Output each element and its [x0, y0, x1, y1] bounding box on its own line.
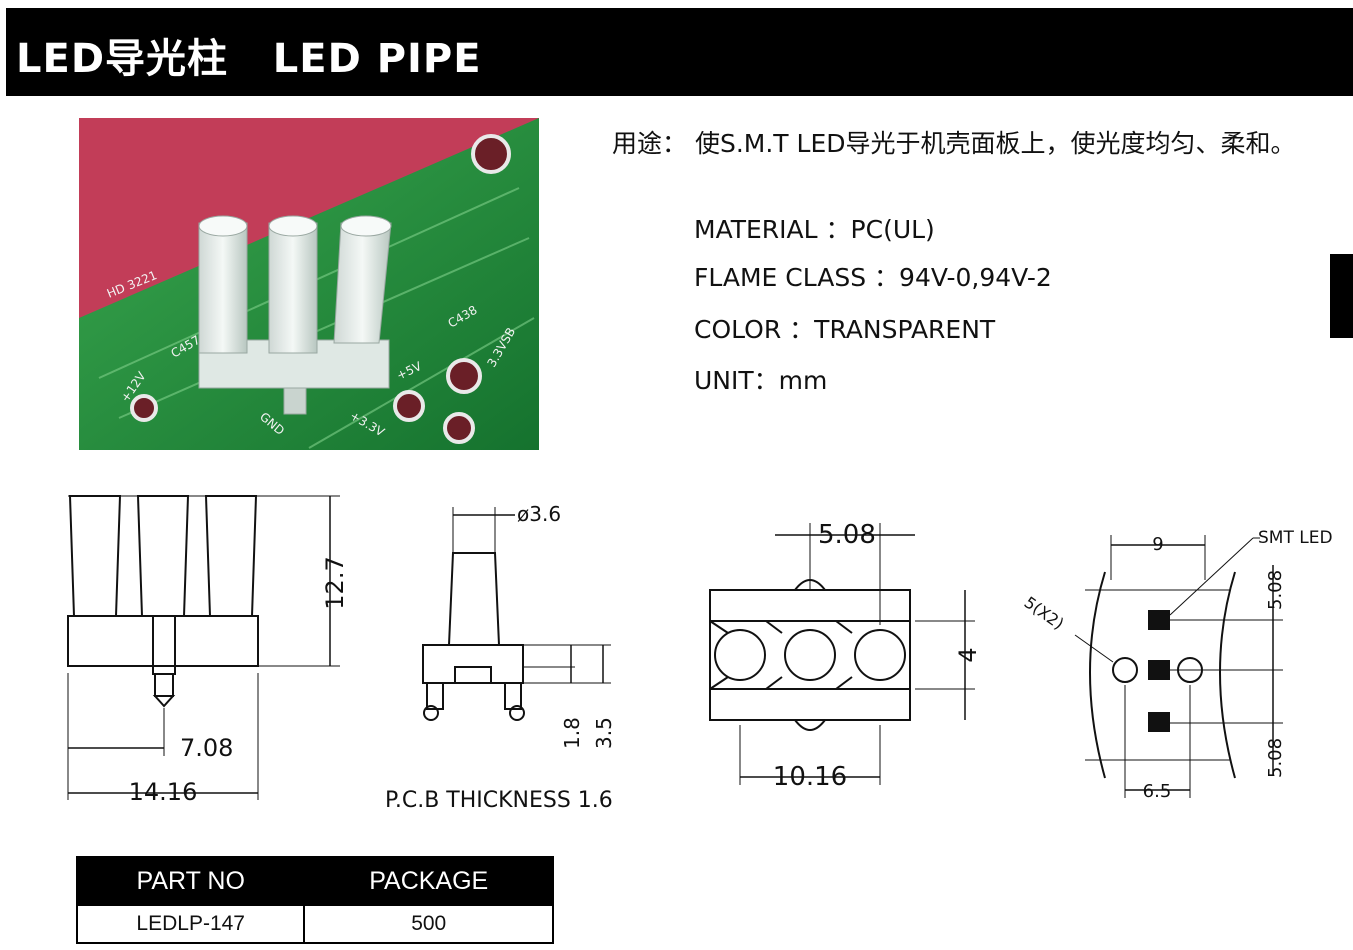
hole-label: 5(X2) — [1021, 593, 1068, 634]
dim-total-depth: 3.5 — [592, 717, 616, 749]
spec-material: MATERIAL ：PC(UL) — [694, 210, 935, 246]
dim-width: 10.16 — [773, 762, 847, 792]
spec-unit: UNIT：mm — [694, 361, 827, 397]
dim-pitch: 5.08 — [818, 520, 876, 550]
side-view-drawing: ø3.6 1.8 3.5 P.C.B THICKNESS 1.6 — [385, 502, 616, 813]
dim-pitch: 7.08 — [180, 734, 233, 762]
product-photo: +12V C457 GND +5V +3.3V C438 3.3VSB HD 3… — [79, 118, 539, 450]
dim-width: 9 — [1152, 534, 1163, 555]
table-header-row: PART NO PACKAGE — [75, 856, 554, 906]
parts-table: PART NO PACKAGE LEDLP-147 500 — [75, 856, 554, 944]
cell-package: 500 — [303, 904, 554, 944]
top-view-drawing: 5.08 4 10.16 — [709, 520, 982, 792]
dim-width: 14.16 — [129, 778, 198, 806]
spec-label: UNIT： — [694, 366, 779, 395]
spec-color: COLOR ：TRANSPARENT — [694, 310, 995, 346]
spec-value: PC(UL) — [850, 215, 935, 244]
page-title: LED导光柱 LED PIPE — [16, 36, 482, 82]
page-header: LED导光柱 LED PIPE — [6, 8, 1353, 96]
column-header-package: PACKAGE — [303, 856, 554, 906]
smt-led-label: SMT LED — [1258, 528, 1333, 548]
cell-part-no: LEDLP-147 — [75, 904, 306, 944]
front-view-drawing: 12.7 7.08 14.16 — [67, 495, 349, 806]
spec-value: mm — [778, 366, 828, 395]
usage-line: 用途： 使S.M.T LED导光于机壳面板上，使光度均匀、柔和。 — [612, 124, 1296, 160]
column-header-part-no: PART NO — [75, 856, 306, 906]
side-tab-marker — [1330, 254, 1353, 338]
dim-spacing: 6.5 — [1143, 781, 1172, 802]
spec-flame-class: FLAME CLASS ：94V-0,94V-2 — [694, 258, 1052, 294]
dim-diameter: ø3.6 — [517, 502, 561, 526]
usage-text: 使S.M.T LED导光于机壳面板上，使光度均匀、柔和。 — [694, 129, 1296, 158]
dim-height: 4 — [954, 647, 982, 662]
dim-height: 12.7 — [321, 556, 349, 609]
spec-value: TRANSPARENT — [814, 315, 996, 344]
dim-pitch-upper: 5.08 — [1265, 570, 1286, 610]
dim-pitch-lower: 5.08 — [1265, 738, 1286, 778]
spec-label: MATERIAL ： — [694, 215, 851, 244]
footprint-drawing: 9 SMT LED 5(X2) 5.08 5.08 6.5 — [1021, 528, 1333, 802]
spec-value: 94V-0,94V-2 — [899, 263, 1052, 292]
pcb-thickness-note: P.C.B THICKNESS 1.6 — [385, 788, 613, 813]
spec-label: COLOR ： — [694, 315, 815, 344]
dim-pin-length: 1.8 — [560, 717, 584, 749]
usage-label: 用途： — [612, 129, 688, 158]
table-row: LEDLP-147 500 — [75, 904, 554, 944]
spec-label: FLAME CLASS ： — [694, 263, 900, 292]
